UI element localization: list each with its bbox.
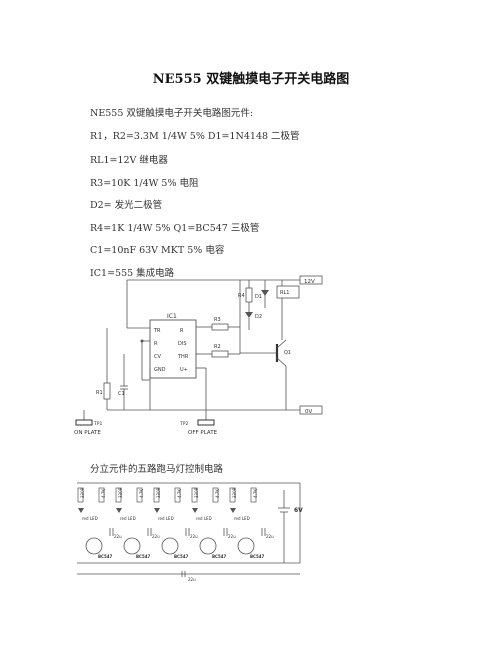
- ic1-pin-dis: DIS: [178, 341, 187, 347]
- svg-text:BC547: BC547: [98, 554, 113, 559]
- ic1-label: IC1: [167, 313, 177, 320]
- svg-text:BC547: BC547: [212, 554, 227, 559]
- ic1-pin-gnd: GND: [154, 367, 166, 373]
- ic1-pin-cv: CV: [154, 354, 161, 360]
- ic1-pin-thr: THR: [177, 354, 189, 360]
- chaser-stage: 330R 4.7K red LED BC547 22u: [229, 487, 274, 559]
- svg-text:330R: 330R: [118, 487, 123, 498]
- resistor-r3: [211, 323, 229, 331]
- text-line-2: R1，R2=3.3M 1/4W 5% D1=1N4148 二极管: [90, 131, 300, 142]
- relay-label: RL1: [280, 290, 289, 296]
- svg-text:red LED: red LED: [234, 516, 250, 521]
- text-line-3: RL1=12V 继电器: [90, 155, 168, 166]
- text-line-5: D2= 发光二极管: [90, 200, 163, 211]
- text-line-4: R3=10K 1/4W 5% 电阻: [90, 178, 199, 189]
- chaser-stage: 330R 4.7K red LED BC547 22u: [77, 487, 122, 559]
- svg-text:BC547: BC547: [174, 554, 189, 559]
- ic1-pin-tr: TR: [153, 328, 161, 334]
- text-line-7: C1=10nF 63V MKT 5% 电容: [90, 245, 225, 256]
- svg-text:BC547: BC547: [136, 554, 151, 559]
- supply-0v-label: 0V: [305, 409, 312, 415]
- resistor-r1: [103, 382, 111, 400]
- ic1-chip: [149, 319, 197, 379]
- supply-0v-terminal: [299, 405, 323, 415]
- chaser-stage: 330R 4.7K red LED BC547 22u: [115, 487, 160, 559]
- svg-text:22u: 22u: [190, 534, 198, 539]
- page-title: NE555 双键触摸电子开关电路图: [152, 72, 350, 87]
- resistor-r4: [245, 287, 253, 303]
- ic1-pin-vcc: U+: [180, 367, 188, 373]
- svg-text:330R: 330R: [80, 487, 85, 498]
- supply-12v-terminal: [299, 275, 323, 285]
- feedback-cap-label: 22u: [188, 577, 196, 582]
- led-label: D2: [255, 314, 262, 320]
- svg-text:4.7K: 4.7K: [177, 489, 182, 498]
- off-plate-label: OFF PLATE: [188, 430, 218, 436]
- supply-12v-label: 12V: [304, 279, 315, 285]
- touch-switch-schematic: 12V 0V IC1 TR R CV GND R DIS THR U+ R1 C…: [74, 275, 323, 436]
- touch-plate-off[interactable]: [197, 419, 215, 426]
- on-plate-label: ON PLATE: [74, 430, 101, 436]
- svg-text:4.7K: 4.7K: [253, 489, 258, 498]
- text-line-1: NE555 双键触摸电子开关电路图元件:: [90, 108, 254, 119]
- svg-text:4.7K: 4.7K: [101, 489, 106, 498]
- q1-label: Q1: [284, 350, 291, 356]
- svg-text:4.7K: 4.7K: [139, 489, 144, 498]
- r2-label: R2: [214, 344, 221, 350]
- svg-text:red LED: red LED: [158, 516, 174, 521]
- chaser-schematic: 330R 4.7K red LED BC547 22u 330R 4.7K re…: [77, 482, 303, 582]
- tp2-tag: TP2: [179, 421, 188, 427]
- svg-text:BC547: BC547: [250, 554, 265, 559]
- svg-text:4.7K: 4.7K: [215, 489, 220, 498]
- svg-text:red LED: red LED: [120, 516, 136, 521]
- r4-label: R4: [238, 293, 245, 299]
- c1-label: C1: [118, 391, 125, 397]
- section2-caption: 分立元件的五路跑马灯控制电路: [90, 464, 224, 475]
- ic1-pin-out: R: [180, 328, 184, 334]
- svg-text:22u: 22u: [152, 534, 160, 539]
- chaser-stage: 330R 4.7K red LED BC547 22u: [191, 487, 236, 559]
- svg-text:22u: 22u: [114, 534, 122, 539]
- svg-text:red LED: red LED: [196, 516, 212, 521]
- chaser-supply-label: 6V: [294, 507, 303, 514]
- svg-text:330R: 330R: [156, 487, 161, 498]
- led-d2-symbol: [245, 312, 253, 318]
- svg-text:red LED: red LED: [82, 516, 98, 521]
- svg-text:330R: 330R: [194, 487, 199, 498]
- ic1-pin-r: R: [154, 341, 158, 347]
- svg-text:330R: 330R: [232, 487, 237, 498]
- d1-label: D1: [255, 294, 262, 300]
- text-line-8: IC1=555 集成电路: [90, 268, 175, 279]
- svg-text:22u: 22u: [266, 534, 274, 539]
- chaser-stage: 330R 4.7K red LED BC547 22u: [153, 487, 198, 559]
- svg-text:22u: 22u: [228, 534, 236, 539]
- relay-rl1: [276, 285, 300, 299]
- tp1-tag: TP1: [93, 421, 102, 427]
- touch-plate-on[interactable]: [75, 419, 93, 426]
- r1-label: R1: [96, 390, 103, 396]
- r3-label: R3: [214, 317, 221, 323]
- resistor-r2: [211, 350, 229, 358]
- text-line-6: R4=1K 1/4W 5% Q1=BC547 三极管: [90, 223, 260, 234]
